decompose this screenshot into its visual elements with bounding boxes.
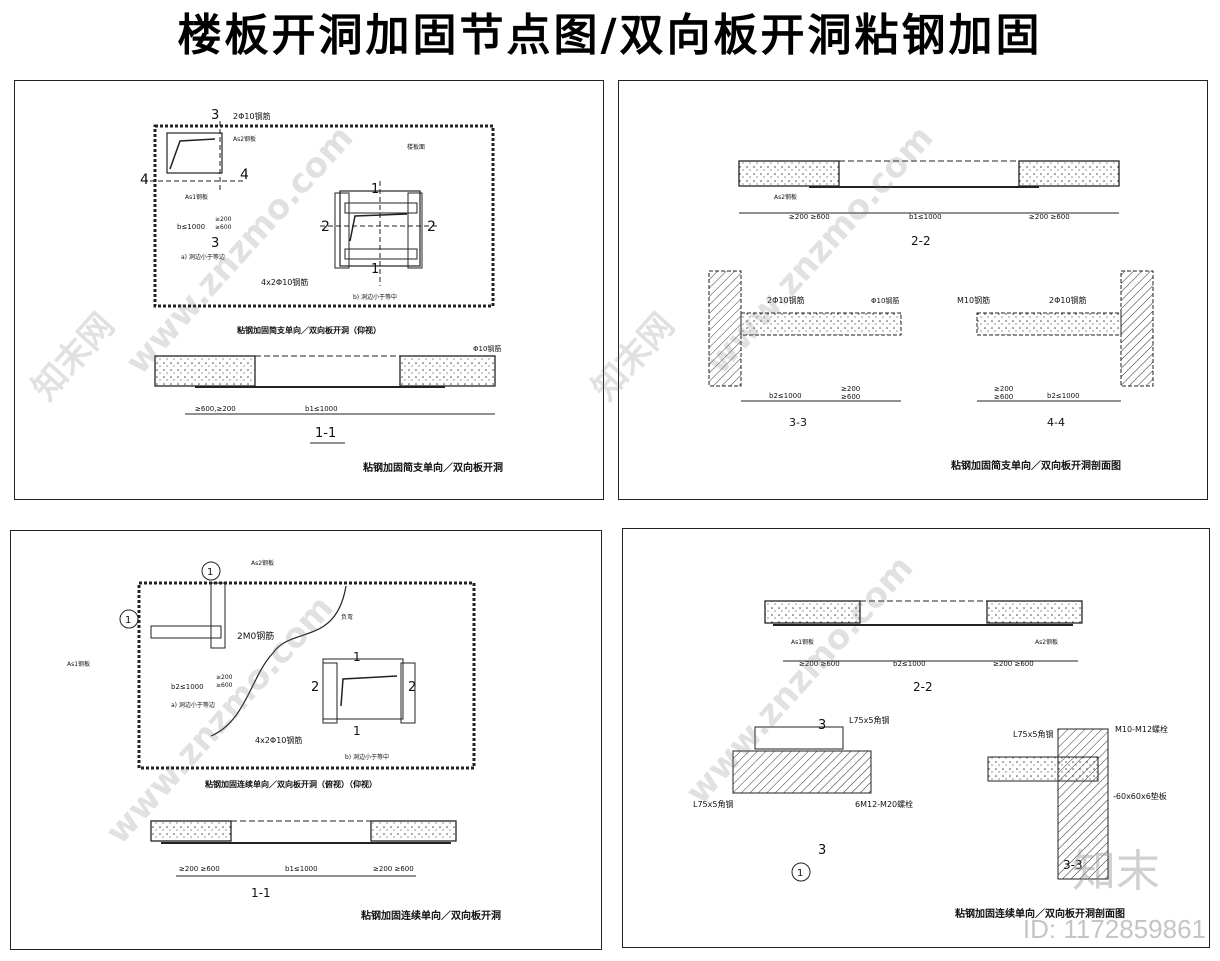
section-title: 4-4 (1047, 416, 1065, 429)
section-title: 3-3 (1063, 858, 1083, 872)
plan-caption: 粘钢加固连续单向／双向板开洞（俯视）（仰视） (204, 779, 377, 789)
annotation: As2钢板 (1035, 638, 1058, 646)
annotation: 2Φ10钢筋 (1049, 295, 1087, 305)
annotation: 负弯 (341, 613, 353, 621)
drawing-plan-1: 1 1 2 2 4 4 3 3 2Φ10钢筋 As2钢板 As1钢板 b≤100… (140, 108, 503, 474)
annotation: ≥200 ≥600 (373, 865, 414, 873)
section-mark: 4 (140, 172, 149, 188)
annotation: ≥200 ≥600 (1029, 213, 1070, 221)
annotation: L75x5角钢 (849, 715, 889, 725)
detail-mark: 1 (797, 868, 803, 879)
annotation: ≥600 (216, 682, 233, 689)
annotation: ≥200 ≥600 (993, 660, 1034, 668)
drawing-section-2: As2钢板 b1≤1000 ≥200 ≥600 ≥200 ≥600 2-2 2Φ… (708, 160, 1154, 472)
section-mark: 2 (408, 680, 416, 695)
annotation: ≥200 ≥600 (789, 213, 830, 221)
section-title: 1-1 (251, 886, 271, 900)
section-mark: 3 (818, 718, 826, 733)
annotation: b2≤1000 (1047, 392, 1080, 400)
annotation: b) 洞边小于等中 (345, 753, 389, 761)
annotation: As1钢板 (67, 660, 90, 668)
annotation: ≥200 (994, 385, 1013, 393)
annotation: b2≤1000 (893, 660, 926, 668)
annotation: Φ10钢筋 (871, 296, 899, 305)
panel-caption: 粘钢加固简支单向／双向板开洞 (363, 461, 503, 474)
annotation: b1≤1000 (909, 213, 942, 221)
annotation: Φ10钢筋 (473, 344, 501, 353)
annotation: ≥600 (841, 393, 860, 401)
section-mark: 1 (371, 262, 379, 277)
annotation: As1钢板 (185, 193, 208, 201)
annotation: a) 洞边小于等边 (171, 701, 215, 709)
annotation: 4x2Φ10钢筋 (255, 735, 302, 745)
annotation: 2Φ10钢筋 (233, 111, 271, 121)
section-mark: 4 (240, 167, 249, 183)
annotation: b≤1000 (177, 223, 205, 231)
section-mark: 2 (311, 680, 319, 695)
annotation: ≥600 (994, 393, 1013, 401)
annotation: 6M12-M20螺栓 (855, 799, 913, 809)
section-title: 2-2 (913, 680, 933, 694)
plan-caption: 粘钢加固简支单向／双向板开洞（仰视） (236, 325, 381, 335)
annotation: -60x60x6垫板 (1113, 791, 1167, 801)
panel-caption: 粘钢加固简支单向／双向板开洞剖面图 (951, 459, 1121, 472)
drawing-plan-3: 1 1 1 1 2 2 As2钢板 2M0钢筋 As1钢板 b2≤1000 ≥2… (67, 559, 501, 922)
annotation: 2M0钢筋 (237, 630, 274, 642)
annotation: ≥600,≥200 (195, 405, 236, 413)
annotation: ≥200 (216, 674, 233, 681)
section-mark: 1 (353, 650, 361, 664)
panel-continuous-plan: 1 1 1 1 2 2 As2钢板 2M0钢筋 As1钢板 b2≤1000 ≥2… (10, 530, 602, 950)
section-mark: 2 (321, 219, 330, 235)
detail-mark: 1 (125, 615, 131, 626)
section-mark: 1 (371, 182, 379, 197)
annotation: a) 洞边小于等边 (181, 253, 225, 261)
section-mark: 3 (818, 843, 826, 858)
annotation: 2Φ10钢筋 (767, 295, 805, 305)
annotation: ≥600 (215, 224, 232, 231)
annotation: 4x2Φ10钢筋 (261, 277, 308, 287)
annotation: ≥200 (215, 216, 232, 223)
annotation: ≥200 ≥600 (179, 865, 220, 873)
annotation: M10钢筋 (957, 295, 990, 305)
annotation: b2≤1000 (171, 683, 204, 691)
panel-caption: 粘钢加固连续单向／双向板开洞 (361, 909, 501, 922)
annotation: b) 洞边小于等中 (353, 293, 397, 301)
section-mark: 3 (211, 108, 219, 123)
annotation: As1钢板 (791, 638, 814, 646)
panel-continuous-section: As1钢板 As2钢板 b2≤1000 ≥200 ≥600 ≥200 ≥600 … (622, 528, 1210, 948)
brand-logo: 知末 (1072, 846, 1160, 897)
panel-caption: 粘钢加固连续单向／双向板开洞剖面图 (955, 907, 1125, 920)
detail-mark: 1 (207, 567, 213, 578)
annotation: M10-M12螺栓 (1115, 724, 1168, 734)
image-id: ID: 1172859861 (1022, 914, 1206, 944)
annotation: b1≤1000 (305, 405, 338, 413)
page-title: 楼板开洞加固节点图/双向板开洞粘钢加固 (177, 10, 1043, 61)
annotation: L75x5角钢 (1013, 729, 1053, 739)
section-mark: 2 (427, 219, 436, 235)
annotation: ≥200 (841, 385, 860, 393)
annotation: b1≤1000 (285, 865, 318, 873)
section-title: 2-2 (911, 234, 931, 248)
annotation: 楼板面 (407, 143, 425, 151)
annotation: As2钢板 (774, 193, 797, 201)
panel-simply-supported-plan: 1 1 2 2 4 4 3 3 2Φ10钢筋 As2钢板 As1钢板 b≤100… (14, 80, 604, 500)
annotation: ≥200 ≥600 (799, 660, 840, 668)
drawing-section-4: As1钢板 As2钢板 b2≤1000 ≥200 ≥600 ≥200 ≥600 … (693, 600, 1168, 920)
annotation: L75x5角钢 (693, 799, 733, 809)
section-title: 1-1 (315, 426, 336, 441)
section-mark: 1 (353, 724, 361, 738)
section-title: 3-3 (789, 416, 807, 429)
annotation: b2≤1000 (769, 392, 802, 400)
annotation: As2钢板 (251, 559, 274, 567)
section-mark: 3 (211, 236, 219, 251)
annotation: As2钢板 (233, 135, 256, 143)
panel-simply-supported-section: As2钢板 b1≤1000 ≥200 ≥600 ≥200 ≥600 2-2 2Φ… (618, 80, 1208, 500)
